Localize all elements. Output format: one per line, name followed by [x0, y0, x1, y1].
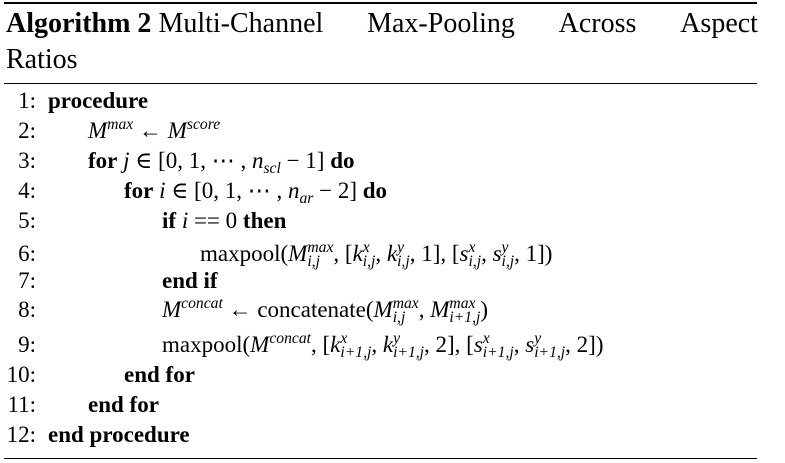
- then-keyword: then: [242, 208, 287, 233]
- for-loop-j: for j ∈ [0, 1, ⋯ , nscl − 1] do: [88, 148, 355, 177]
- end-for-keyword: end for: [88, 392, 159, 417]
- caption-word-2: Max-Pooling: [367, 8, 515, 39]
- line-number: 1:: [18, 88, 36, 113]
- line-number: 5:: [18, 208, 36, 233]
- line-number: 8:: [18, 297, 36, 322]
- caption-word-3: Across: [558, 8, 637, 39]
- top-rule: [4, 2, 757, 4]
- for-loop-i: for i ∈ [0, 1, ⋯ , nar − 2] do: [124, 178, 388, 207]
- line-number: 10:: [6, 362, 36, 387]
- line-number: 11:: [7, 392, 36, 417]
- concatenate-fn: concatenate: [257, 297, 366, 322]
- caption-rule: [4, 83, 757, 84]
- algorithm-caption: Algorithm 2 Multi-Channel Max-Pooling Ac…: [6, 6, 758, 78]
- caption-word-1: Multi-Channel: [158, 8, 324, 39]
- caption-word-4: Aspect: [680, 8, 758, 39]
- line-number: 4:: [18, 178, 36, 203]
- end-procedure-keyword: end procedure: [48, 422, 190, 447]
- caption-label-and-first-word: Algorithm 2 Multi-Channel: [6, 6, 323, 42]
- line-number: 9:: [18, 332, 36, 357]
- if-statement: if i == 0 then: [162, 208, 287, 233]
- line-number: 7:: [18, 268, 36, 293]
- if-keyword: if: [162, 208, 177, 233]
- bottom-rule: [4, 458, 757, 459]
- for-keyword: for: [88, 148, 118, 173]
- line-number: 3:: [18, 148, 36, 173]
- do-keyword: do: [362, 178, 388, 203]
- line-number: 2:: [18, 118, 36, 143]
- for-keyword: for: [124, 178, 154, 203]
- do-keyword: do: [330, 148, 355, 173]
- line-number: 6:: [18, 241, 36, 266]
- maxpool-fn: maxpool: [162, 332, 243, 357]
- assign-statement: Mmax ← Mscore: [88, 116, 221, 143]
- caption-line-2: Ratios: [6, 44, 78, 75]
- maxpool-fn: maxpool: [200, 241, 281, 266]
- procedure-keyword: procedure: [48, 88, 149, 113]
- caption-label: Algorithm 2: [6, 8, 152, 39]
- line-number: 12:: [6, 422, 36, 447]
- end-for-keyword: end for: [124, 362, 195, 387]
- end-if-keyword: end if: [162, 268, 218, 293]
